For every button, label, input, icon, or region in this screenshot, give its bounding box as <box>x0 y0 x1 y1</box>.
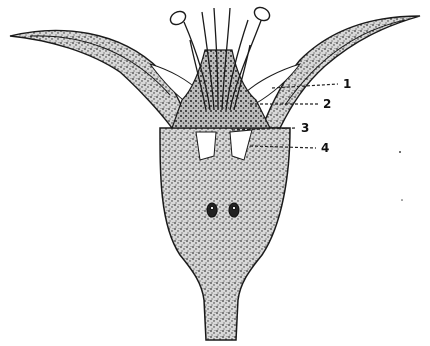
callout-label-2: 2 <box>323 97 331 111</box>
receptacle-body <box>160 128 290 340</box>
anthers <box>168 5 272 27</box>
callout-label-1: 1 <box>343 77 351 91</box>
callout-label-4: 4 <box>321 141 329 155</box>
left-sepal <box>10 30 188 128</box>
speck <box>401 199 403 201</box>
speck <box>399 151 401 153</box>
left-cavity <box>196 132 216 160</box>
callout-label-3: 3 <box>301 121 309 135</box>
